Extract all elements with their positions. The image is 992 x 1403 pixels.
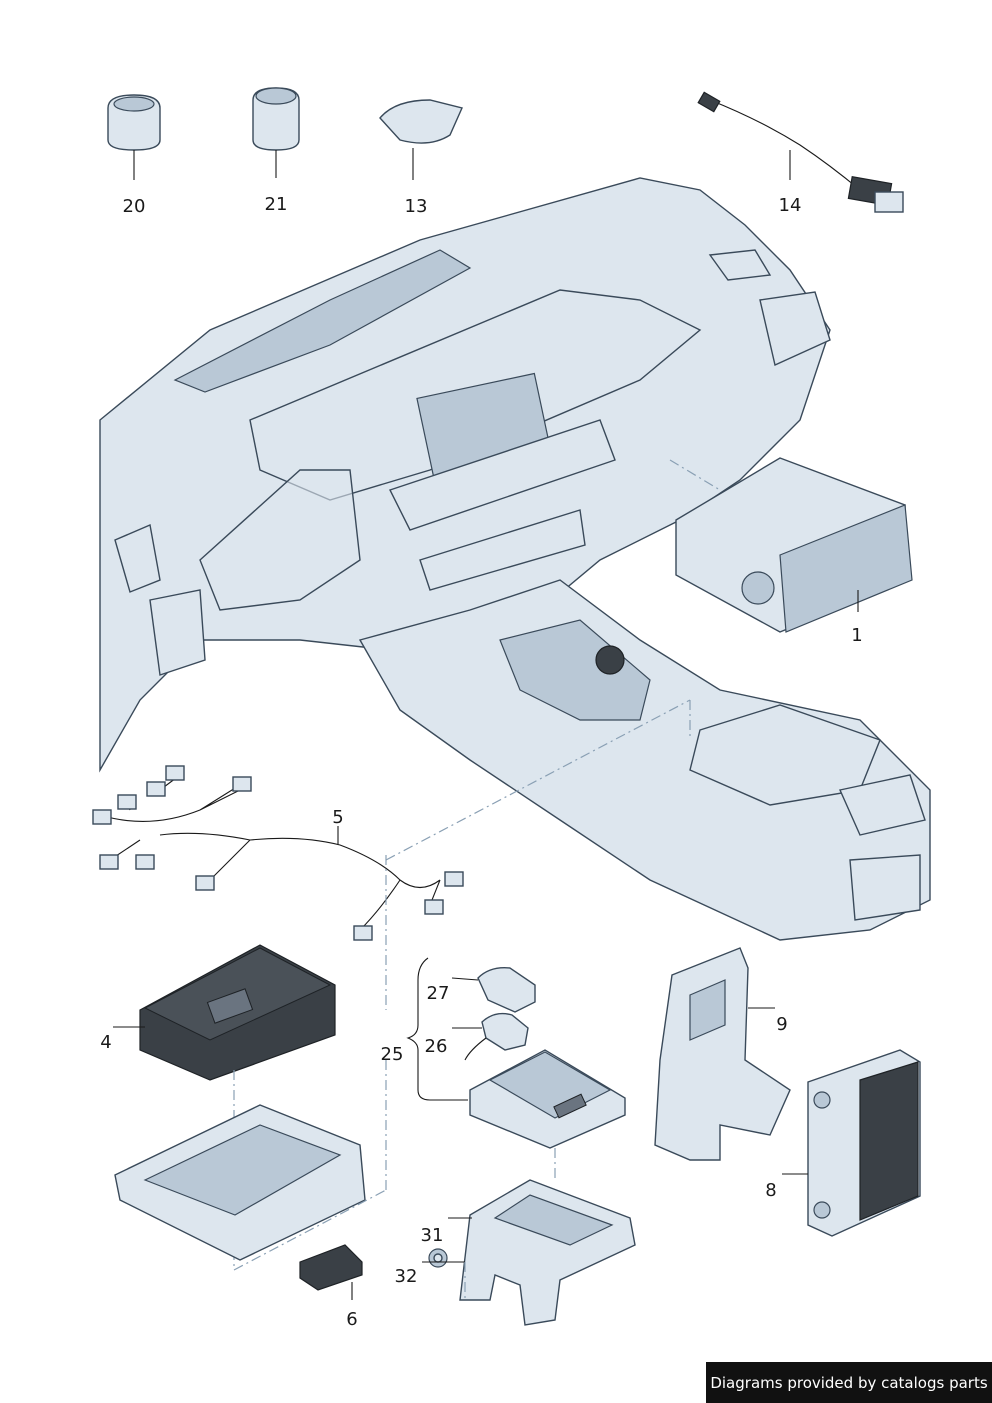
part-32-nut (422, 1248, 466, 1298)
part-21-knob (252, 87, 300, 178)
part-8-control-module (782, 1049, 921, 1237)
callout-8: 8 (765, 1180, 776, 1201)
callout-21: 21 (265, 194, 288, 215)
callout-1: 1 (851, 625, 862, 646)
callout-20: 20 (123, 196, 146, 217)
part-1-module (669, 457, 913, 633)
part-31-bracket (448, 1179, 636, 1326)
part-14-cable (697, 91, 904, 213)
callout-31: 31 (421, 1225, 444, 1246)
callout-25: 25 (381, 1044, 404, 1065)
storage-tray (114, 1060, 387, 1271)
callout-5: 5 (332, 807, 343, 828)
credit-banner: Diagrams provided by catalogs parts (706, 1362, 992, 1403)
callout-32: 32 (395, 1266, 418, 1287)
part-13-antenna (379, 99, 463, 180)
part-6-connector (299, 1244, 363, 1300)
callout-4: 4 (100, 1032, 111, 1053)
callout-27: 27 (427, 983, 450, 1004)
callout-6: 6 (346, 1309, 357, 1330)
part-25-control-unit (406, 957, 626, 1178)
callout-13: 13 (405, 196, 428, 217)
callout-14: 14 (779, 195, 802, 216)
callout-26: 26 (425, 1036, 448, 1057)
part-4-charging-pad (113, 944, 336, 1270)
part-5-wiring-harness (92, 699, 691, 1010)
dashboard-illustration (99, 177, 931, 941)
part-20-knob (107, 94, 161, 180)
callout-9: 9 (776, 1014, 787, 1035)
part-9-mounting-bracket (654, 947, 791, 1161)
